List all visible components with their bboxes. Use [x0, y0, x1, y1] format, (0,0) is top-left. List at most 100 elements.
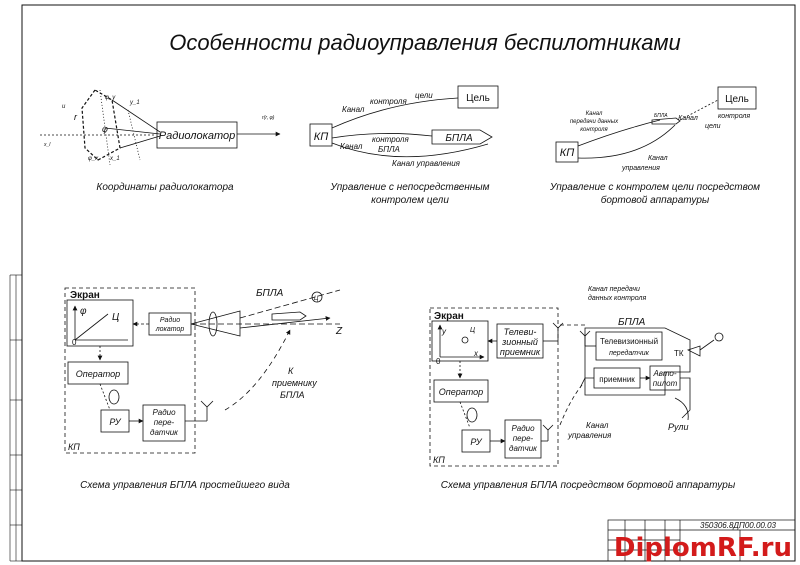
uav-body — [584, 327, 691, 396]
onboard2-tv-tx-1: Телевизионный — [600, 337, 658, 346]
onboard2-tx-2: пере- — [513, 434, 534, 443]
onboard2-caption: Схема управления БПЛА посредством бортов… — [441, 479, 736, 491]
simple-kp: КП — [68, 442, 80, 452]
direct-uav: БПЛА — [445, 133, 473, 144]
onboard-ch-target-2: контроля — [718, 113, 750, 120]
onboard-ch-data-3: контроля — [580, 127, 608, 133]
simple-radar-1: Радио — [160, 316, 180, 324]
onboard2-rudders: Рули — [668, 422, 688, 432]
simple-operator: Оператор — [76, 369, 120, 379]
direct-caption-1: Управление с непосредственным — [330, 182, 490, 193]
onboard2-autopilot-1: Авто- — [652, 369, 676, 378]
onboard-ch-target-3: цели — [705, 123, 721, 130]
sym-x1: x_1 — [109, 156, 120, 162]
radar-label: Радиолокатор — [159, 130, 235, 142]
operator-box — [67, 361, 129, 385]
simple-tx-2: пере- — [154, 418, 175, 427]
simple-tx-3: датчик — [150, 428, 179, 437]
sym-left: x_l — [43, 142, 51, 148]
onboard-ch-target-1: Канал — [678, 115, 698, 122]
onboard2-tx-1: Радио — [511, 424, 535, 433]
onboard2-tv-rx-1: Телеви- — [504, 327, 537, 337]
simple-to-rx-3: БПЛА — [280, 390, 305, 400]
onboard2-ch-data-2: данных контроля — [588, 294, 646, 302]
direct-ch-uav-3: БПЛА — [378, 145, 400, 154]
simple-radar-2: локатор — [155, 326, 185, 333]
onboard2-tv-tx-2: передатчик — [609, 349, 650, 357]
direct-uav-shape — [431, 129, 493, 145]
sheet-frame — [21, 4, 796, 562]
uav-small-shape — [271, 311, 307, 321]
onboard-caption-1: Управление с контролем цели посредством — [549, 182, 760, 193]
onboard2-screen: Экран — [434, 311, 464, 322]
stamp-code: 350306.8ДП00.00.03 — [700, 521, 776, 530]
onboard-scheme — [429, 307, 724, 467]
simple-scheme — [64, 287, 341, 454]
simple-to-rx-1: К — [288, 366, 294, 376]
onboard-target-box — [717, 86, 757, 110]
simple-tx-1: Радио — [152, 408, 176, 417]
coords-caption: Координаты радиолокатора — [96, 182, 234, 193]
sym-phi-bottom: φ_x — [88, 156, 99, 162]
page-title: Особенности радиоуправления беспилотника… — [169, 30, 681, 55]
direct-caption-2: контролем цели — [371, 195, 449, 206]
simple-caption: Схема управления БПЛА простейшего вида — [80, 480, 290, 491]
title-block — [607, 519, 796, 562]
onboard2-y: y — [441, 327, 447, 336]
onboard2-ch-mgmt-1: Канал — [586, 421, 609, 430]
sym-y1: y_1 — [129, 100, 140, 106]
simple-uav: БПЛА — [256, 288, 284, 299]
target-circle — [311, 291, 323, 303]
sym-right: r(r, φ) — [262, 115, 275, 121]
direct-target: Цель — [466, 93, 490, 104]
onboard-ch-data-2: передачи данных — [570, 119, 619, 125]
direct-kp: КП — [314, 131, 328, 143]
kp-dashed-frame-2 — [429, 307, 559, 467]
onboard-uav-shape — [651, 117, 681, 125]
simple-u: Ц — [314, 296, 319, 302]
onboard2-tx-3: датчик — [509, 444, 538, 453]
onboard-kp-box — [555, 141, 579, 163]
sym-phi: φ — [102, 124, 108, 134]
direct-diagram — [309, 85, 499, 158]
onboard-ch-mgmt-1: Канал — [648, 155, 668, 162]
direct-target-box — [457, 85, 499, 109]
onboard2-uav: БПЛА — [618, 317, 646, 328]
kp-dashed-frame — [64, 287, 196, 454]
onboard2-ru: РУ — [470, 437, 483, 447]
onboard-ch-data-1: Канал — [586, 111, 603, 117]
simple-z: Z — [335, 326, 343, 337]
onboard-diagram — [555, 86, 757, 163]
left-margin-table — [9, 274, 22, 562]
onboard2-kp: КП — [433, 455, 445, 465]
sym-r: r — [74, 112, 78, 122]
onboard-target: Цель — [725, 94, 749, 105]
onboard-ch-mgmt-2: управления — [621, 165, 660, 172]
simple-zero: 0 — [72, 338, 77, 347]
onboard2-tv-rx-2: зионный — [501, 337, 538, 347]
direct-ch-target-2: контроля — [370, 97, 407, 106]
direct-ch-uav-2: контроля — [372, 135, 409, 144]
onboard-kp: КП — [560, 147, 574, 159]
coords-diagram — [40, 89, 281, 166]
onboard2-ch-mgmt-2: управления — [567, 431, 612, 440]
direct-kp-box — [309, 123, 333, 147]
sym-u: u — [62, 104, 66, 110]
radar-box — [156, 121, 238, 149]
direct-ch-uav-1: Канал — [340, 142, 363, 151]
screen-box — [66, 299, 134, 347]
operator-box-2 — [433, 379, 489, 403]
simple-ru: РУ — [109, 417, 122, 427]
direct-ch-target-3: цели — [415, 91, 433, 100]
onboard2-tv-rx-3: приемник — [500, 347, 541, 357]
simple-ts: Ц — [112, 312, 119, 323]
onboard2-x: x — [473, 349, 479, 358]
watermark: DiplomRF.ru — [614, 533, 792, 563]
onboard2-operator: Оператор — [439, 387, 483, 397]
onboard2-autopilot-2: пилот — [653, 379, 678, 388]
sym-phi-top: φ_y — [105, 95, 116, 101]
onboard2-ts: Ц — [470, 327, 475, 334]
direct-ch-target-1: Канал — [342, 105, 365, 114]
onboard2-ch-data-1: Канал передачи — [588, 285, 640, 293]
